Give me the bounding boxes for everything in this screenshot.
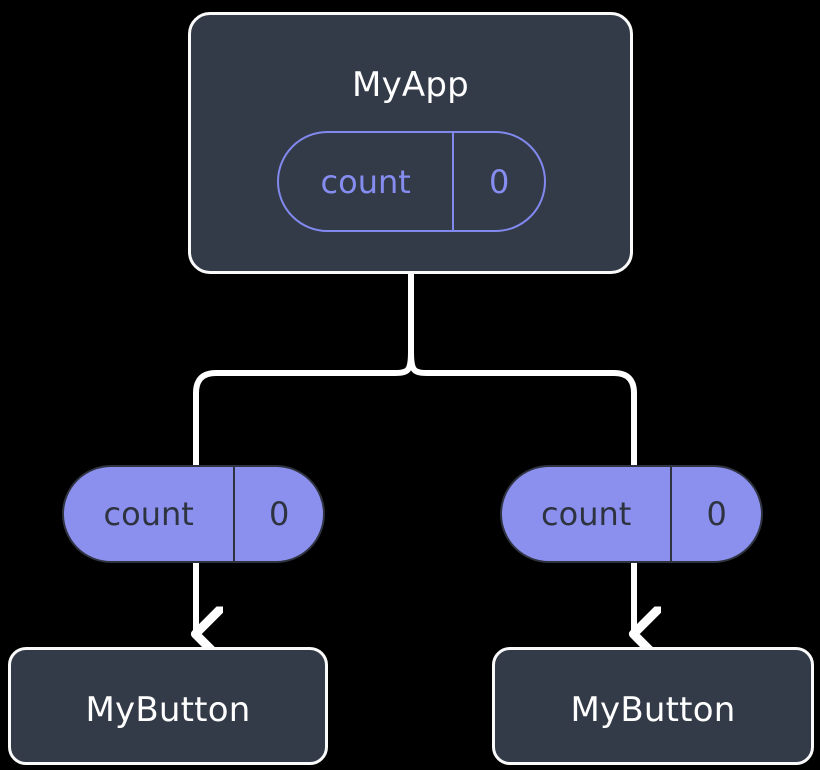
state-pill-value: 0 bbox=[452, 133, 544, 230]
component-box-mybutton-left[interactable]: MyButton bbox=[8, 647, 328, 765]
component-title-myapp: MyApp bbox=[352, 65, 469, 105]
state-pill-key: count bbox=[103, 495, 194, 533]
state-pill-key: count bbox=[320, 162, 411, 201]
component-title-mybutton: MyButton bbox=[85, 690, 251, 730]
state-pill-key: count bbox=[541, 495, 632, 533]
wire-branch-left bbox=[193, 349, 414, 471]
component-title-mybutton: MyButton bbox=[570, 690, 736, 730]
state-pill-left[interactable]: count 0 bbox=[62, 465, 325, 563]
wire-branch-right bbox=[408, 349, 637, 471]
state-pill-right[interactable]: count 0 bbox=[500, 465, 763, 563]
state-pill-value: 0 bbox=[233, 467, 323, 561]
state-pill-myapp[interactable]: count 0 bbox=[277, 131, 546, 232]
state-pill-value: 0 bbox=[670, 467, 761, 561]
component-box-mybutton-right[interactable]: MyButton bbox=[492, 647, 814, 765]
